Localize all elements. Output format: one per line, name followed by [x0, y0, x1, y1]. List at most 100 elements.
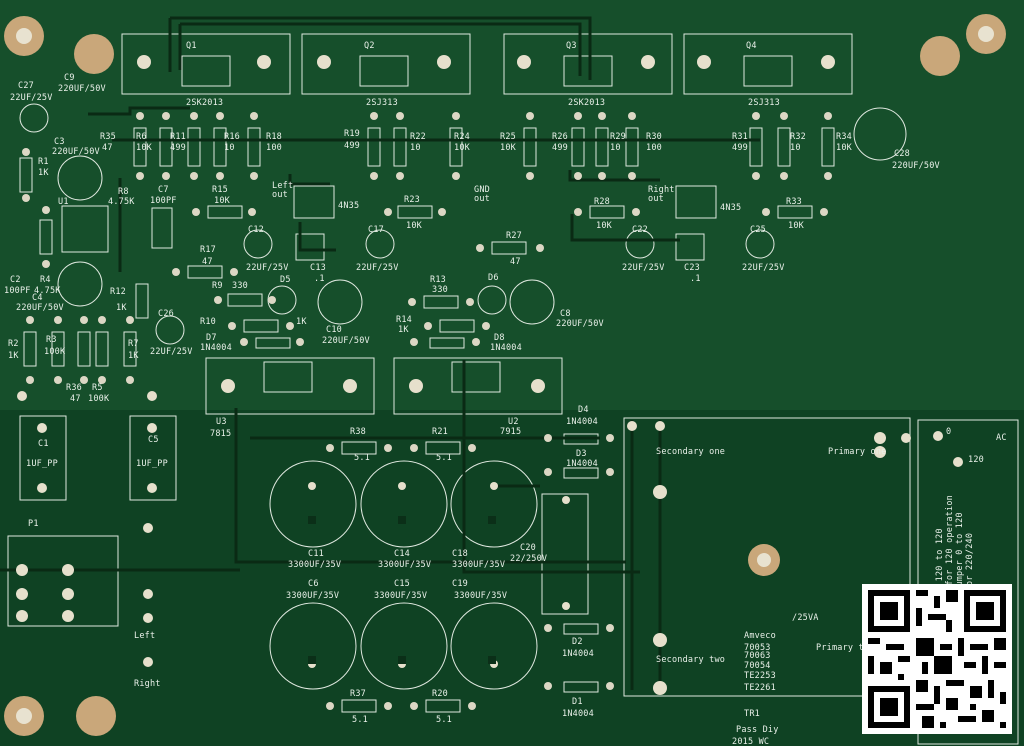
r18-value: 100: [266, 143, 282, 153]
r26-label: R26: [552, 132, 568, 142]
c10-label: C10: [326, 325, 342, 335]
part-70063: 70063: [744, 651, 771, 661]
r33-value: 10K: [788, 221, 804, 231]
r2-value: 1K: [8, 351, 19, 361]
d1-value: 1N4004: [562, 709, 594, 719]
ac-label: AC: [996, 433, 1007, 443]
secondary-one-label: Secondary one: [656, 447, 726, 457]
r36-value: 47: [70, 394, 81, 404]
c6-value: 3300UF/35V: [286, 591, 340, 601]
c5-value: 1UF_PP: [136, 459, 168, 469]
d4-value: 1N4004: [566, 417, 598, 427]
q4-part: 2SJ313: [748, 98, 780, 108]
c9-value: 220UF/50V: [58, 84, 106, 94]
d4-label: D4: [578, 405, 589, 415]
r14-value: 1K: [398, 325, 409, 335]
q2-part: 2SJ313: [366, 98, 398, 108]
q3-part: 2SK2013: [568, 98, 606, 108]
c12-value: 22UF/25V: [246, 263, 289, 273]
r22-label: R22: [410, 132, 426, 142]
c22-value: 22UF/25V: [622, 263, 665, 273]
c14-value: 3300UF/35V: [378, 560, 432, 570]
part-te2253: TE2253: [744, 671, 776, 681]
tap-0-label: 0: [946, 427, 952, 437]
c13-label: C13: [310, 263, 326, 273]
primary-two-label: Primary tw: [816, 643, 870, 653]
left-label: Left: [134, 631, 156, 641]
jumper-note-3: Jumper 0 to 120: [955, 512, 965, 592]
r11-label: R11: [170, 132, 186, 142]
r22-value: 10: [410, 143, 421, 153]
jumper-note-4: or 220/240: [965, 532, 975, 586]
r29-value: 10: [610, 143, 621, 153]
r14-label: R14: [396, 315, 412, 325]
r28-value: 10K: [596, 221, 612, 231]
r8-value: 4.75K: [108, 197, 135, 207]
c7-label: C7: [158, 185, 169, 195]
c20-label: C20: [520, 543, 536, 553]
r25-label: R25: [500, 132, 516, 142]
r8-label: R8: [118, 187, 129, 197]
r25-value: 10K: [500, 143, 516, 153]
r12-label: R12: [110, 287, 126, 297]
c28-value: 220UF/50V: [892, 161, 940, 171]
c3-label: C3: [54, 137, 65, 147]
r21-label: R21: [432, 427, 448, 437]
pass-diy-label: Pass Diy: [736, 725, 779, 735]
c3-value: 220UF/50V: [52, 147, 100, 157]
r6-value: 10K: [136, 143, 152, 153]
r9-value: 330: [232, 281, 248, 291]
r38-label: R38: [350, 427, 366, 437]
r17-label: R17: [200, 245, 216, 255]
d2-label: D2: [572, 637, 583, 647]
d7-label: D7: [206, 333, 217, 343]
mounting-hole: [74, 34, 114, 74]
r23-value: 10K: [406, 221, 422, 231]
q2-label: Q2: [364, 41, 375, 51]
r9-label: R9: [212, 281, 223, 291]
c26-label: C26: [158, 309, 174, 319]
u3-value: 7815: [210, 429, 232, 439]
d7-value: 1N4004: [200, 343, 232, 353]
r21-value: 5.1: [436, 453, 452, 463]
q3-label: Q3: [566, 41, 577, 51]
c19-label: C19: [452, 579, 468, 589]
r35-label: R35: [100, 132, 116, 142]
r37-label: R37: [350, 689, 366, 699]
r29-label: R29: [610, 132, 626, 142]
q1-part: 2SK2013: [186, 98, 224, 108]
amveco-label: Amveco: [744, 631, 776, 641]
d3-value: 1N4004: [566, 459, 598, 469]
r17-value: 47: [202, 257, 213, 267]
c27-label: C27: [18, 81, 34, 91]
c27-value: 22UF/25V: [10, 93, 53, 103]
year-label: 2015 WC: [732, 737, 770, 746]
jumper-note-1: r 120 to 120: [935, 528, 945, 592]
d8-label: D8: [494, 333, 505, 343]
r6-label: R6: [136, 132, 147, 142]
r36-label: R36: [66, 383, 82, 393]
c11-value: 3300UF/35V: [288, 560, 342, 570]
r35-value: 47: [102, 143, 113, 153]
c11-label: C11: [308, 549, 324, 559]
r30-value: 100: [646, 143, 662, 153]
mounting-hole: [920, 36, 960, 76]
p1-label: P1: [28, 519, 39, 529]
c15-value: 3300UF/35V: [374, 591, 428, 601]
c17-value: 22UF/25V: [356, 263, 399, 273]
c20-value: 22/250V: [510, 554, 548, 564]
c22-label: C22: [632, 225, 648, 235]
c6-label: C6: [308, 579, 319, 589]
r5-label: R5: [92, 383, 103, 393]
c7-value: 100PF: [150, 196, 177, 206]
c17-label: C17: [368, 225, 384, 235]
r31-value: 499: [732, 143, 748, 153]
c18-label: C18: [452, 549, 468, 559]
c15-label: C15: [394, 579, 410, 589]
c25-value: 22UF/25V: [742, 263, 785, 273]
tr1-label: TR1: [744, 709, 760, 719]
tap-120-label: 120: [968, 455, 984, 465]
